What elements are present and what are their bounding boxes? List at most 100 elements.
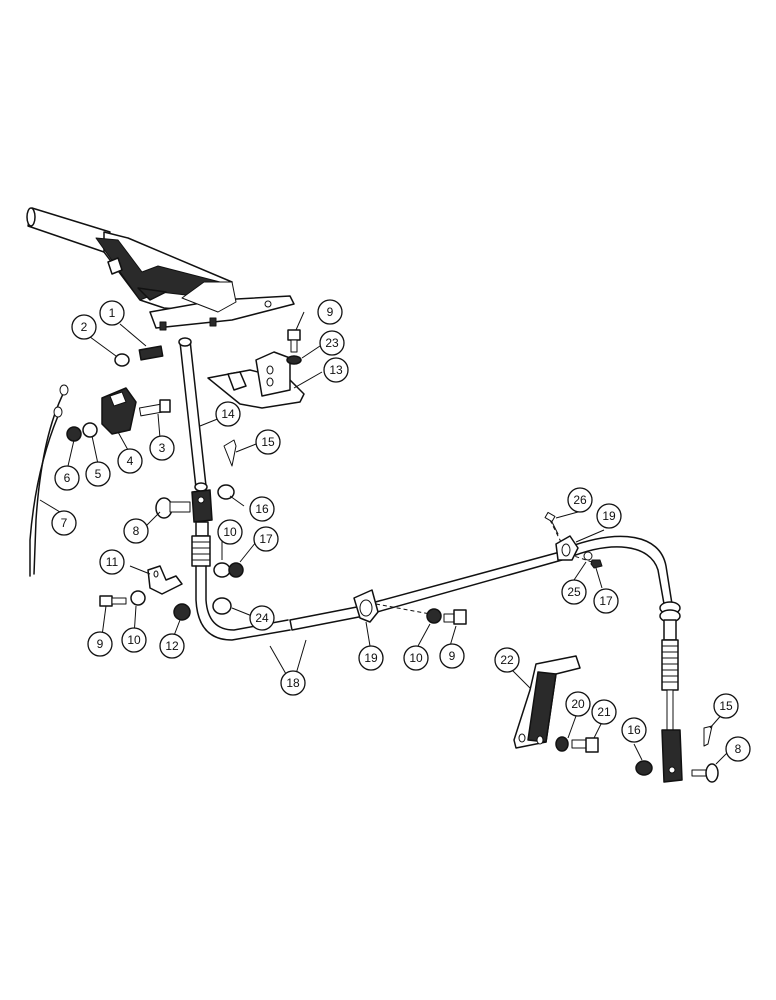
callout-20: 20 — [565, 691, 591, 717]
callout-23: 23 — [319, 330, 345, 356]
nut-16-upper — [217, 484, 235, 500]
handbrake-lever — [26, 207, 295, 331]
svg-text:17: 17 — [259, 532, 273, 546]
callout-13: 13 — [323, 357, 349, 383]
brake-rod — [178, 337, 208, 492]
svg-text:1: 1 — [109, 306, 116, 320]
nut-16-lower — [635, 760, 653, 776]
washer-2 — [114, 353, 130, 367]
svg-text:6: 6 — [64, 471, 71, 485]
callout-26: 26 — [567, 487, 593, 513]
callout-15-lower: 15 — [713, 693, 739, 719]
washer-25 — [583, 551, 593, 561]
svg-text:10: 10 — [409, 651, 423, 665]
svg-text:11: 11 — [106, 555, 119, 569]
cable-sheath-right — [289, 535, 673, 631]
svg-text:4: 4 — [127, 454, 134, 468]
svg-text:21: 21 — [597, 705, 611, 719]
bolt-9-left — [99, 595, 127, 607]
svg-text:7: 7 — [61, 516, 68, 530]
washer-5 — [82, 422, 98, 438]
callout-19-right: 19 — [596, 503, 622, 529]
svg-text:15: 15 — [261, 435, 275, 449]
lower-bracket — [513, 655, 581, 749]
bolt-26 — [544, 511, 559, 535]
cotter-pin-15-upper — [223, 439, 237, 467]
pin-8-lower — [691, 763, 719, 783]
bolt-21 — [571, 737, 599, 753]
svg-text:9: 9 — [327, 305, 334, 319]
svg-text:14: 14 — [221, 407, 235, 421]
pivot-bracket — [207, 351, 305, 409]
svg-text:19: 19 — [602, 509, 616, 523]
callout-9-upper: 9 — [317, 299, 343, 325]
switch-block-4 — [101, 387, 137, 435]
callout-18: 18 — [280, 670, 306, 696]
wire-harness-7 — [29, 384, 69, 577]
bolt-9-middle — [443, 609, 467, 625]
callout-10-middle: 10 — [403, 645, 429, 671]
washer-20 — [555, 736, 569, 752]
callout-24: 24 — [249, 605, 275, 631]
callout-7: 7 — [51, 510, 77, 536]
callout-5: 5 — [85, 461, 111, 487]
svg-text:13: 13 — [329, 363, 343, 377]
clamp-11 — [147, 565, 183, 595]
svg-text:18: 18 — [286, 676, 300, 690]
callout-11: 11 — [99, 549, 125, 575]
svg-text:16: 16 — [255, 502, 269, 516]
callout-9-middle: 9 — [439, 643, 465, 669]
callout-21: 21 — [591, 699, 617, 725]
callout-16-upper: 16 — [249, 496, 275, 522]
nut-6 — [66, 426, 82, 442]
svg-text:20: 20 — [571, 697, 585, 711]
callout-6: 6 — [54, 465, 80, 491]
svg-text:9: 9 — [449, 649, 456, 663]
washer-10-left — [130, 590, 146, 606]
svg-text:9: 9 — [97, 637, 104, 651]
callout-16-lower: 16 — [621, 717, 647, 743]
grommet-24 — [212, 597, 232, 615]
svg-text:16: 16 — [627, 723, 641, 737]
callout-1: 1 — [99, 300, 125, 326]
svg-text:12: 12 — [165, 639, 179, 653]
bolt-and-washer-upper — [286, 329, 302, 365]
svg-text:23: 23 — [325, 336, 339, 350]
svg-text:3: 3 — [159, 441, 166, 455]
svg-text:17: 17 — [599, 594, 613, 608]
callout-9-left: 9 — [87, 631, 113, 657]
svg-text:15: 15 — [719, 699, 733, 713]
callout-2: 2 — [71, 314, 97, 340]
svg-text:26: 26 — [573, 493, 587, 507]
grommet-12 — [173, 603, 191, 621]
svg-text:2: 2 — [81, 320, 88, 334]
svg-text:10: 10 — [127, 633, 141, 647]
cable-sheath-left — [195, 565, 291, 641]
callout-22: 22 — [494, 647, 520, 673]
svg-text:8: 8 — [735, 742, 742, 756]
washer-10-middle — [426, 608, 442, 624]
svg-text:25: 25 — [567, 585, 581, 599]
stud-1 — [138, 345, 164, 361]
callout-4: 4 — [117, 448, 143, 474]
pin-8-upper — [155, 497, 191, 519]
callout-25: 25 — [561, 579, 587, 605]
washer-10-upper — [213, 562, 231, 578]
callout-3: 3 — [149, 435, 175, 461]
callout-10-left: 10 — [121, 627, 147, 653]
svg-text:10: 10 — [223, 525, 237, 539]
callout-19-middle: 19 — [358, 645, 384, 671]
callout-12: 12 — [159, 633, 185, 659]
svg-text:5: 5 — [95, 467, 102, 481]
nut-17-right — [590, 559, 603, 569]
callout-8-upper: 8 — [123, 518, 149, 544]
cable-clevis-upper — [191, 489, 213, 567]
callout-17-upper: 17 — [253, 526, 279, 552]
cable-clip-middle — [353, 589, 379, 623]
bolt-3 — [138, 399, 171, 417]
callout-14: 14 — [215, 401, 241, 427]
cable-end-lower — [659, 601, 683, 783]
callout-8-lower: 8 — [725, 736, 751, 762]
callout-15-upper: 15 — [255, 429, 281, 455]
